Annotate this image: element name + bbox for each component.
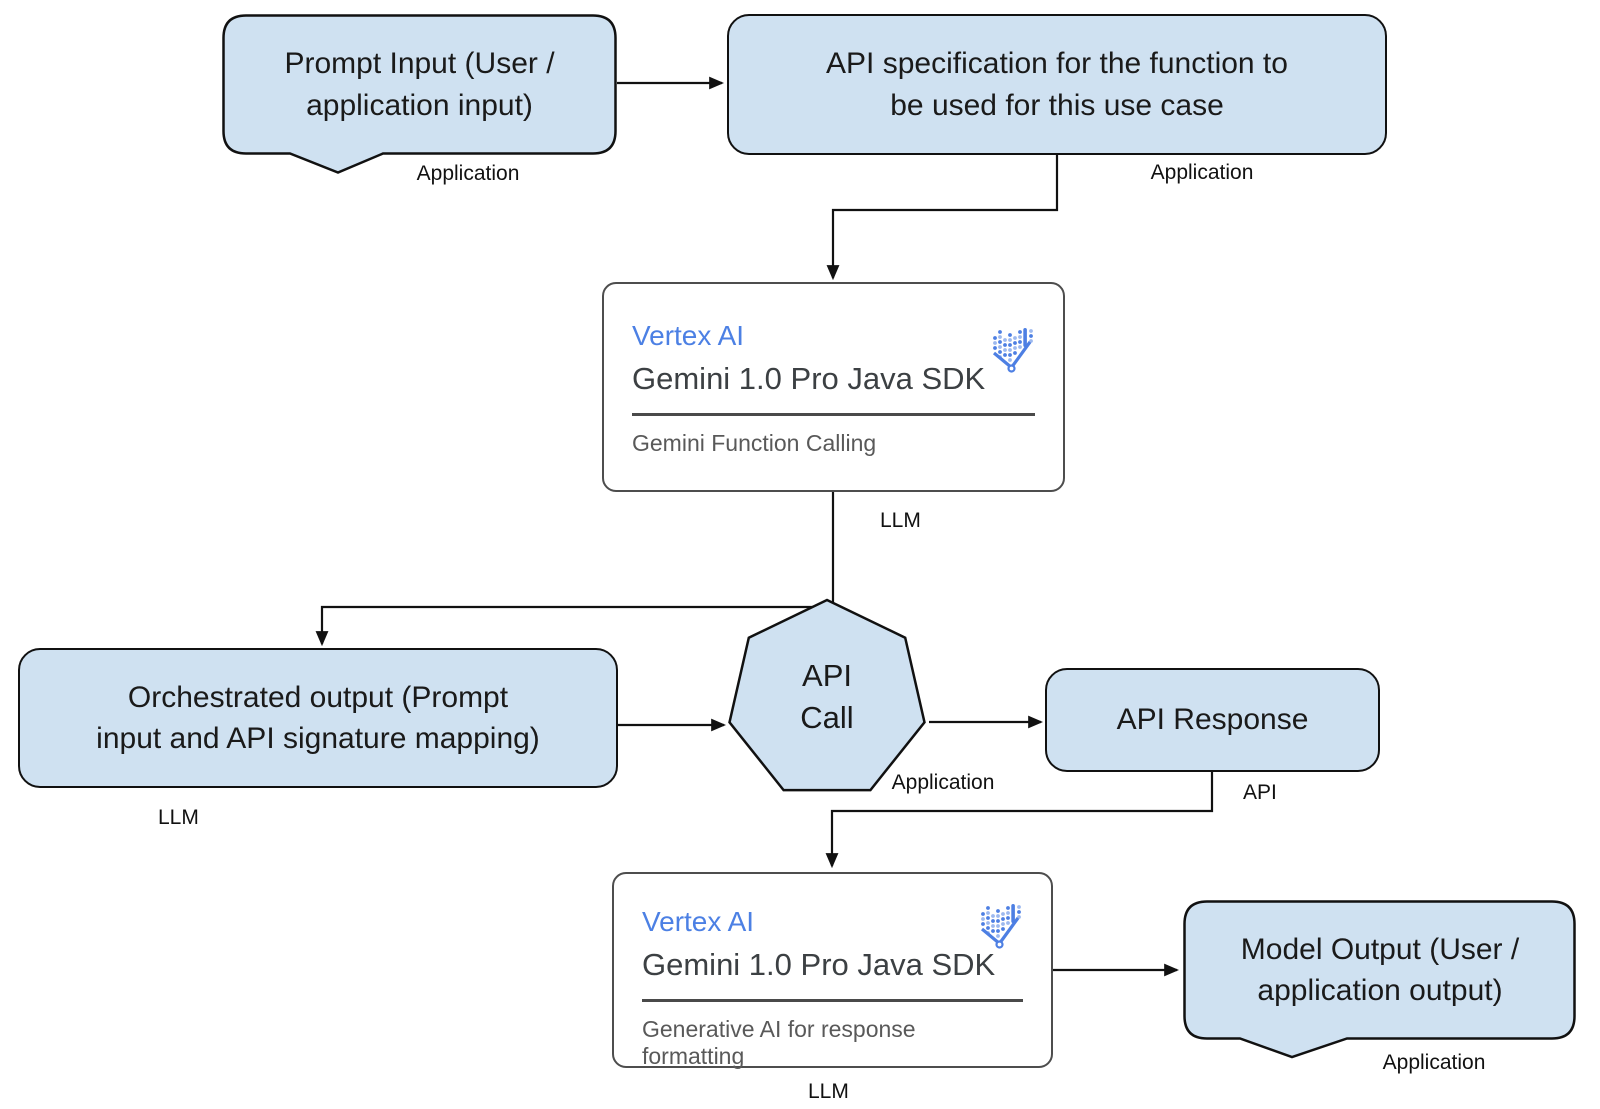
vertex-ai-product-label: Vertex AI	[642, 906, 755, 937]
node-prompt-input-shape	[222, 14, 617, 174]
card-divider	[642, 999, 1023, 1002]
vertex-ai-icon	[980, 904, 1021, 949]
tag-model-output: Application	[1382, 1051, 1486, 1074]
card-divider	[632, 413, 1035, 416]
tag-prompt-input: Application	[416, 162, 520, 185]
node-api-response-label: API Response	[1116, 703, 1309, 737]
node-orchestrated-output: Orchestrated output (Prompt input and AP…	[18, 648, 618, 788]
vertex-ai-product-label: Vertex AI	[632, 320, 745, 351]
edge-apispec-to-sdk1	[826, 155, 1059, 281]
node-model-output-label: Model Output (User / application output)	[1240, 932, 1520, 1007]
tag-api-response: API	[1243, 781, 1277, 804]
tag-api-call: Application	[891, 771, 995, 794]
node-gemini-sdk-top: Vertex AI Gemini 1.0 Pro Java SDK Gemini…	[602, 282, 1065, 492]
tag-orchestrated-output: LLM	[158, 806, 199, 829]
node-gemini-sdk-bottom: Vertex AI Gemini 1.0 Pro Java SDK Genera…	[612, 872, 1053, 1069]
feature-label: Gemini Function Calling	[632, 430, 877, 456]
sdk-name-label: Gemini 1.0 Pro Java SDK	[632, 361, 986, 396]
node-orchestrated-output-label: Orchestrated output (Prompt input and AP…	[96, 680, 540, 755]
tag-api-spec: Application	[1150, 161, 1254, 184]
feature-label: Generative AI for response formatting	[642, 1016, 916, 1069]
node-prompt-input-label: Prompt Input (User / application input)	[284, 47, 555, 122]
node-api-spec-label: API specification for the function to be…	[826, 47, 1288, 122]
node-api-response: API Response	[1045, 668, 1380, 772]
tag-gemini-sdk-bottom: LLM	[808, 1080, 849, 1103]
tag-gemini-sdk-top: LLM	[880, 509, 921, 532]
vertex-ai-icon	[992, 328, 1033, 373]
node-model-output-shape	[1183, 900, 1576, 1059]
node-api-call-shape	[728, 598, 926, 792]
node-api-call-label: API Call	[800, 658, 854, 735]
node-api-spec: API specification for the function to be…	[727, 14, 1387, 155]
sdk-name-label: Gemini 1.0 Pro Java SDK	[642, 947, 996, 982]
